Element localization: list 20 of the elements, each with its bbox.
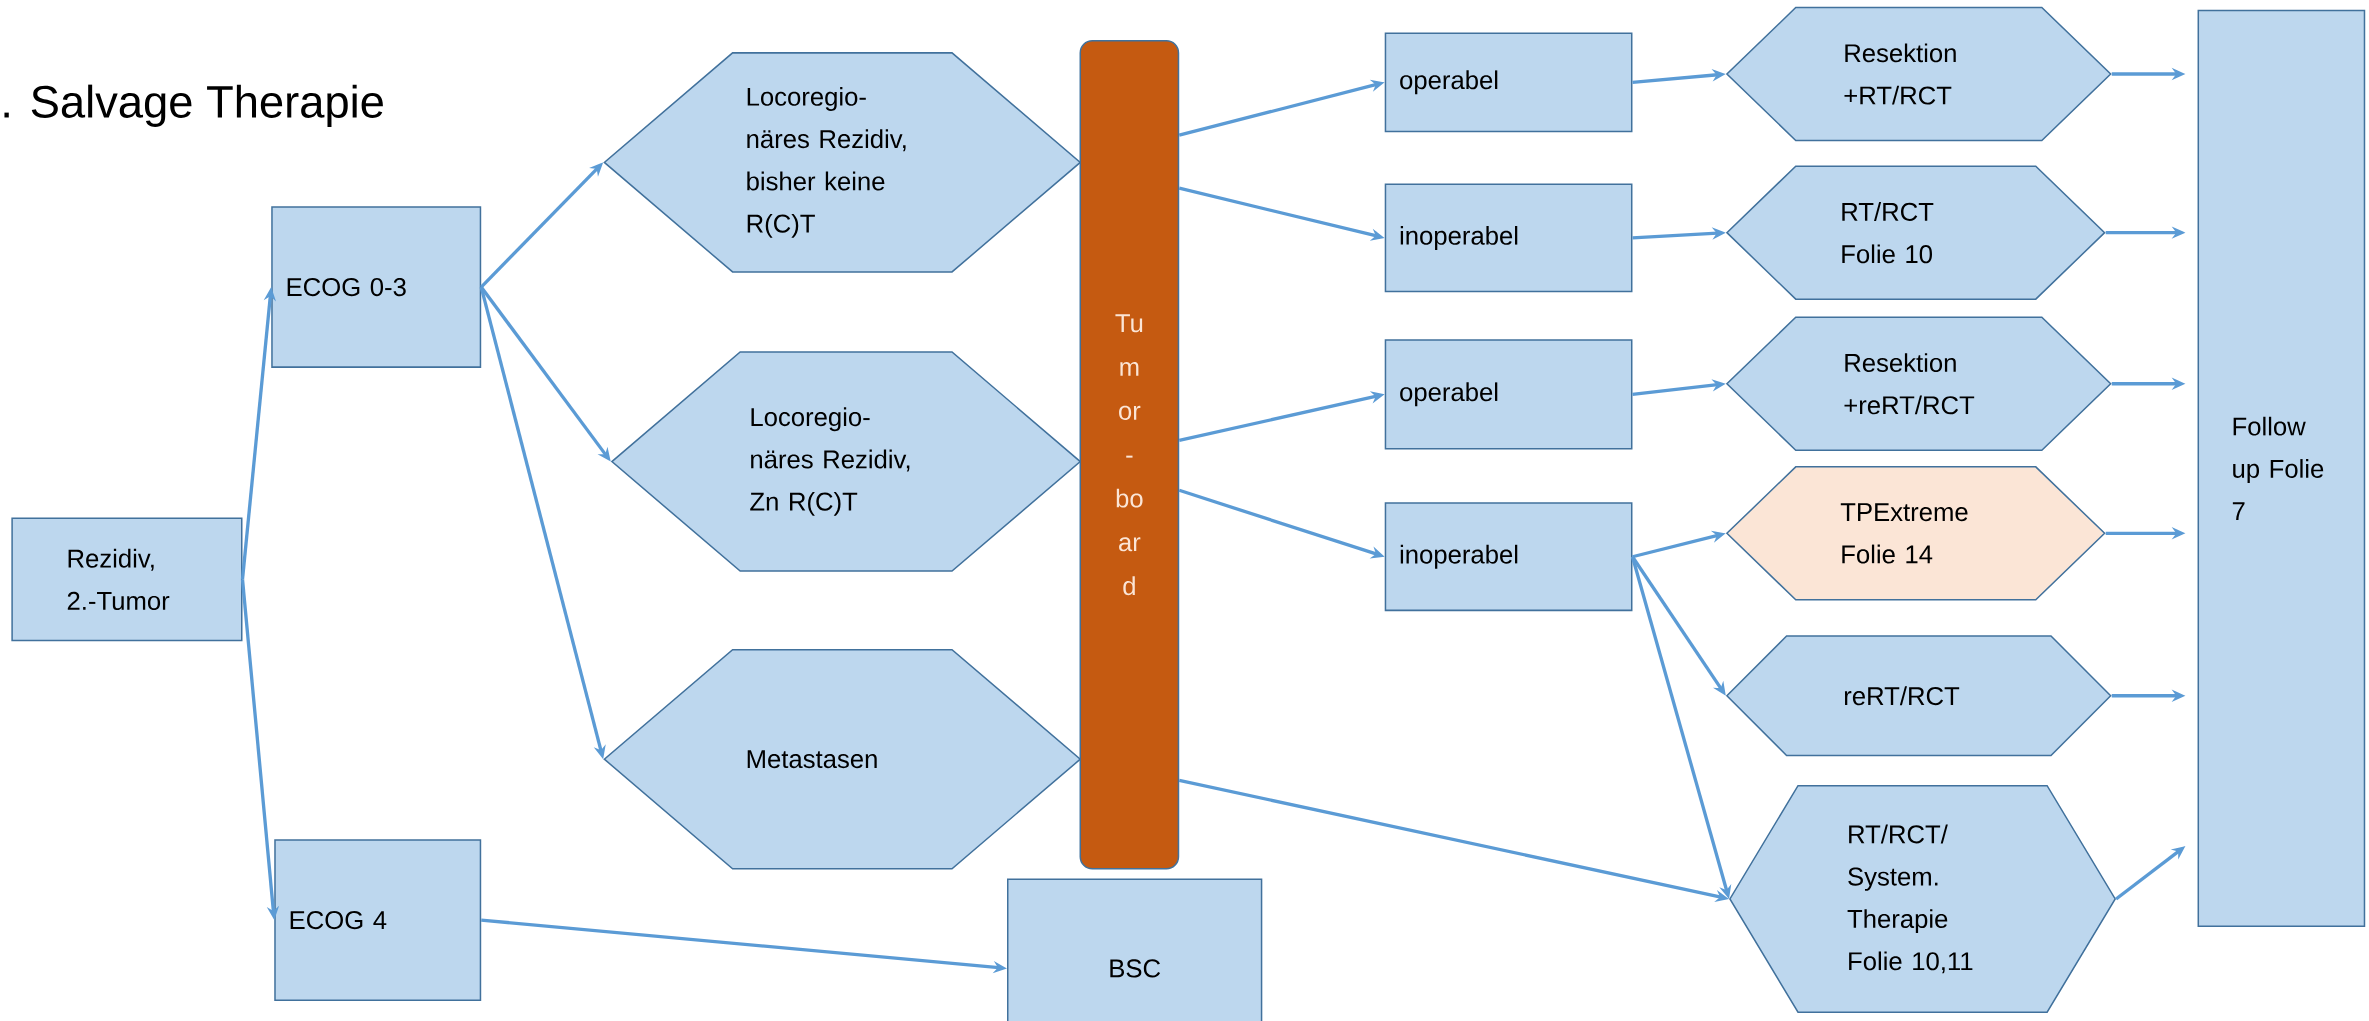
- tumor-board-bar: Tu m or - bo ar d: [1079, 39, 1180, 870]
- process-box: Follow up Folie 7: [2197, 9, 2366, 927]
- process-box: inoperabel: [1384, 183, 1633, 293]
- hexagon-box: RT/RCT Folie 10: [1725, 165, 2106, 300]
- hexagon-box: Locoregio- näres Rezidiv, bisher keine R(C)T: [603, 51, 1082, 273]
- hexagon-box: Resektion +RT/RCT: [1725, 6, 2112, 142]
- process-box: Rezidiv, 2.-Tumor: [11, 517, 243, 642]
- hexagon-box: Metastasen: [603, 648, 1082, 870]
- hexagon-box: RT/RCT/ System. Therapie Folie 10,11: [1729, 784, 2117, 1013]
- hexagon-box: TPExtreme Folie 14: [1725, 465, 2106, 601]
- process-box: ECOG 0-3: [271, 206, 482, 368]
- title: . Salvage Therapie: [4, 84, 383, 127]
- process-box: operabel: [1384, 32, 1633, 133]
- hexagon-box: Locoregio- näres Rezidiv, Zn R(C)T: [610, 351, 1082, 572]
- hexagon-box: Resektion +reRT/RCT: [1725, 316, 2112, 451]
- hexagon-box: reRT/RCT: [1725, 635, 2112, 756]
- process-box: ECOG 4: [274, 839, 482, 1001]
- process-box: inoperabel: [1384, 502, 1633, 611]
- process-box: BSC: [1007, 878, 1263, 1021]
- process-box: operabel: [1384, 339, 1633, 450]
